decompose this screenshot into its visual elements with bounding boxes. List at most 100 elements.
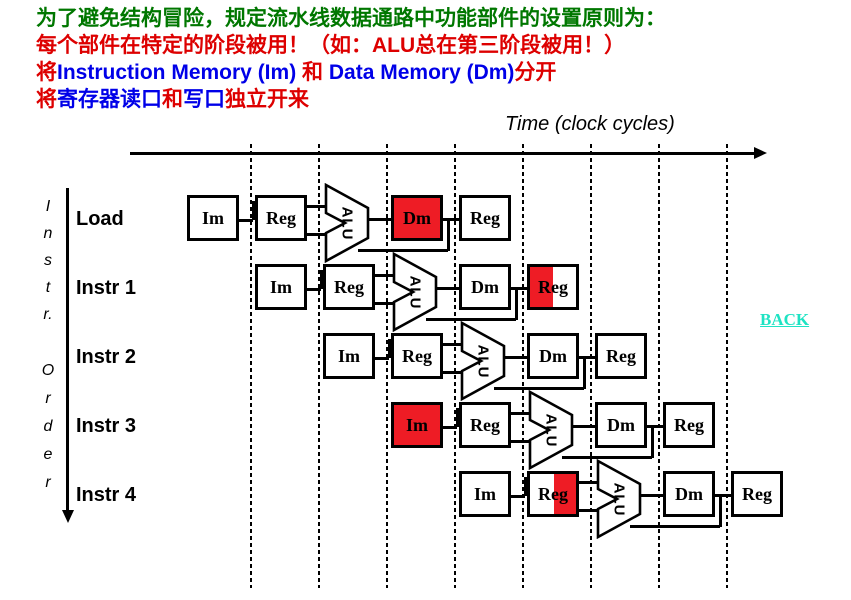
connector-line [252,201,255,220]
alu-shape: ALU [324,183,370,263]
connector-line [577,481,608,484]
connector-line [434,287,461,290]
stage-label: Dm [539,345,567,366]
title-segment: 分开 [514,61,557,84]
stage-box-reg-row5: Reg [731,471,783,517]
stage-box-dm-row4: Dm [595,402,647,448]
alu-shape: ALU [596,459,642,539]
cycle-boundary-line [454,144,456,588]
stage-label: Reg [402,345,432,366]
stage-box-im-row3: Im [323,333,375,379]
stage-label: Reg [742,483,772,504]
bypass-line [651,426,654,458]
connector-line [456,408,459,427]
row-label-load: Load [76,208,124,230]
cycle-boundary-line [726,144,728,588]
stage-box-reg-row3: Reg [391,333,443,379]
instr-order-arrow [66,188,69,512]
bypass-line [719,495,722,527]
stage-label: Reg [470,414,500,435]
stage-label: Reg [606,345,636,366]
connector-line [373,274,404,277]
order-axis-letter: e [43,446,53,463]
connector-line [509,287,529,290]
stage-label: Im [338,345,360,366]
title-segment: 寄存器读口 [57,88,162,111]
stage-box-reg-row5: Reg [527,471,579,517]
connector-line [577,356,597,359]
connector-line [372,357,389,360]
bypass-line [562,456,652,459]
stage-box-dm-row3: Dm [527,333,579,379]
stage-box-im-row4: Im [391,402,443,448]
row-label-instr-4: Instr 4 [76,484,137,506]
stage-half-highlight [553,474,576,514]
bypass-line [630,525,720,528]
connector-line [441,218,461,221]
stage-box-reg-row1: Reg [459,195,511,241]
stage-box-im-row1: Im [187,195,239,241]
time-axis-arrowhead-icon [754,147,767,159]
cycle-boundary-line [590,144,592,588]
alu-shape: ALU [528,390,574,470]
stage-half-highlight [530,267,553,307]
stage-label: Reg [538,276,568,297]
stage-box-reg-row4: Reg [663,402,715,448]
title-line4: 将寄存器读口和写口独立开来 [36,86,836,113]
stage-label: Dm [471,276,499,297]
instr-order-arrowhead-icon [62,510,74,523]
row-label-instr-1: Instr 1 [76,277,137,299]
connector-line [638,494,665,497]
cycle-boundary-line [386,144,388,588]
stage-label: Im [202,207,224,228]
connector-line [441,343,472,346]
connector-line [508,495,525,498]
title-line2: 每个部件在特定的阶段被用！（如：ALU总在第三阶段被用！） [36,34,626,57]
alu-label: ALU [338,206,356,240]
title-line3: 将Instruction Memory (Im) 和 Data Memory (… [36,59,836,86]
connector-line [713,494,733,497]
connector-line [236,219,253,222]
alu-label: ALU [474,344,492,378]
title-block: 为了避免结构冒险，规定流水线数据通路中功能部件的设置原则为： 每个部件在特定的阶… [36,5,836,113]
stage-box-dm-row5: Dm [663,471,715,517]
order-axis-letter: r [45,390,51,407]
stage-label: Reg [334,276,364,297]
connector-line [509,412,540,415]
row-label-instr-2: Instr 2 [76,346,137,368]
stage-label: Im [406,414,428,435]
row-label-instr-3: Instr 3 [76,415,137,437]
time-axis-arrow [130,152,756,155]
stage-box-dm-row2: Dm [459,264,511,310]
time-axis-label: Time (clock cycles) [505,113,675,135]
instr-axis-letter: t [45,279,51,296]
instr-axis-letter: r. [43,306,53,323]
stage-label: Im [474,483,496,504]
title-segment: 和 [302,61,329,84]
stage-box-im-row2: Im [255,264,307,310]
stage-box-reg-row2: Reg [527,264,579,310]
stage-box-im-row5: Im [459,471,511,517]
bypass-line [515,288,518,320]
back-link[interactable]: BACK [760,310,810,329]
connector-line [440,426,457,429]
stage-label: Im [270,276,292,297]
bypass-line [494,387,584,390]
order-axis-letter: O [41,362,55,379]
stage-box-reg-row1: Reg [255,195,307,241]
title-line1: 为了避免结构冒险，规定流水线数据通路中功能部件的设置原则为： [36,7,666,30]
title-segment: Data Memory (Dm) [328,61,515,84]
title-segment: 独立开来 [225,88,309,111]
order-axis-letter: r [45,474,51,491]
connector-line [304,288,321,291]
bypass-line [426,318,516,321]
stage-label: Dm [607,414,635,435]
alu-shape: ALU [460,321,506,401]
title-segment: Instruction Memory (Im) [57,61,303,84]
connector-line [320,270,323,289]
stage-label: Dm [675,483,703,504]
instr-axis-letter: n [43,225,53,242]
connector-line [645,425,665,428]
connector-line [305,233,336,236]
